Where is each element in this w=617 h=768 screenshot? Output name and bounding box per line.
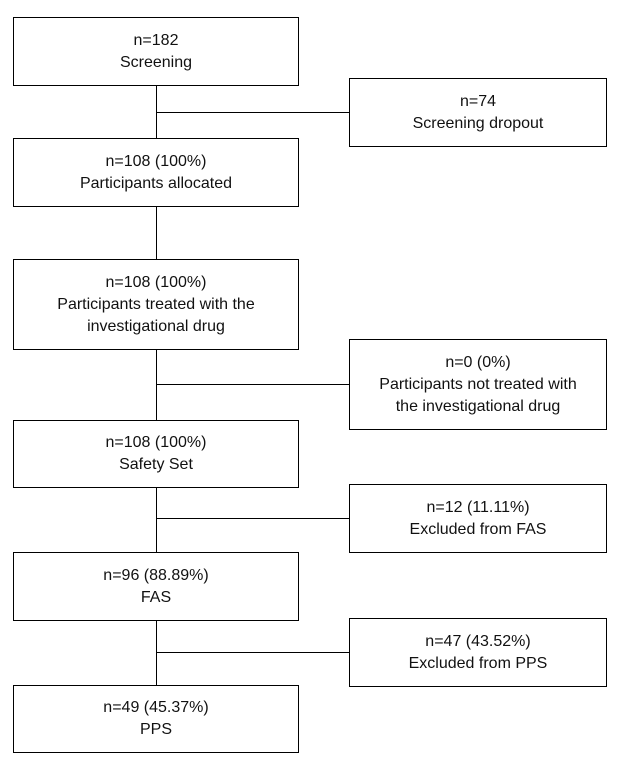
box-pps-label: PPS: [139, 721, 172, 738]
box-excluded-fas-count: n=12 (11.11%): [426, 498, 530, 516]
box-not-treated-label-line2: the investigational drug: [395, 397, 561, 415]
box-fas: n=96 (88.89%) FAS: [13, 552, 299, 621]
box-safety-label: Safety Set: [119, 456, 193, 473]
box-dropout-label: Screening dropout: [412, 114, 544, 132]
connector-branch-excluded-pps: [156, 652, 349, 653]
box-pps: n=49 (45.37%) PPS: [13, 685, 299, 753]
connector-branch-dropout: [156, 112, 349, 113]
box-treated-label-line1: Participants treated with the: [57, 295, 255, 313]
box-fas-count: n=96 (88.89%): [103, 566, 209, 584]
box-not-treated-label-line1: Participants not treated with: [379, 375, 577, 393]
connector-branch-excluded-fas: [156, 518, 349, 519]
box-treated-count: n=108 (100%): [105, 273, 207, 291]
box-screening-count: n=182: [133, 31, 179, 49]
box-safety-set: n=108 (100%) Safety Set: [13, 420, 299, 488]
box-participants-treated: n=108 (100%) Participants treated with t…: [13, 259, 299, 350]
box-dropout-count: n=74: [459, 92, 497, 110]
connector-screening-allocated: [156, 85, 157, 138]
box-screening: n=182 Screening: [13, 17, 299, 86]
box-participants-allocated: n=108 (100%) Participants allocated: [13, 138, 299, 207]
box-screening-label: Screening: [119, 53, 193, 71]
box-not-treated: n=0 (0%) Participants not treated with t…: [349, 339, 607, 430]
box-excluded-pps-count: n=47 (43.52%): [425, 632, 531, 650]
box-excluded-fas-label: Excluded from FAS: [409, 520, 547, 538]
connector-safety-fas: [156, 487, 157, 552]
box-screening-dropout: n=74 Screening dropout: [349, 78, 607, 147]
box-treated-label-line2: investigational drug: [87, 317, 225, 335]
box-excluded-pps-label: Excluded from PPS: [408, 654, 548, 672]
box-allocated-count: n=108 (100%): [105, 152, 207, 170]
box-not-treated-count: n=0 (0%): [445, 353, 511, 371]
box-excluded-pps: n=47 (43.52%) Excluded from PPS: [349, 618, 607, 687]
box-fas-label: FAS: [140, 588, 172, 606]
box-pps-count: n=49 (45.37%): [103, 699, 209, 716]
box-allocated-label: Participants allocated: [79, 174, 233, 192]
connector-branch-not-treated: [156, 384, 349, 385]
connector-allocated-treated: [156, 206, 157, 259]
box-safety-count: n=108 (100%): [105, 434, 207, 451]
box-excluded-fas: n=12 (11.11%) Excluded from FAS: [349, 484, 607, 553]
